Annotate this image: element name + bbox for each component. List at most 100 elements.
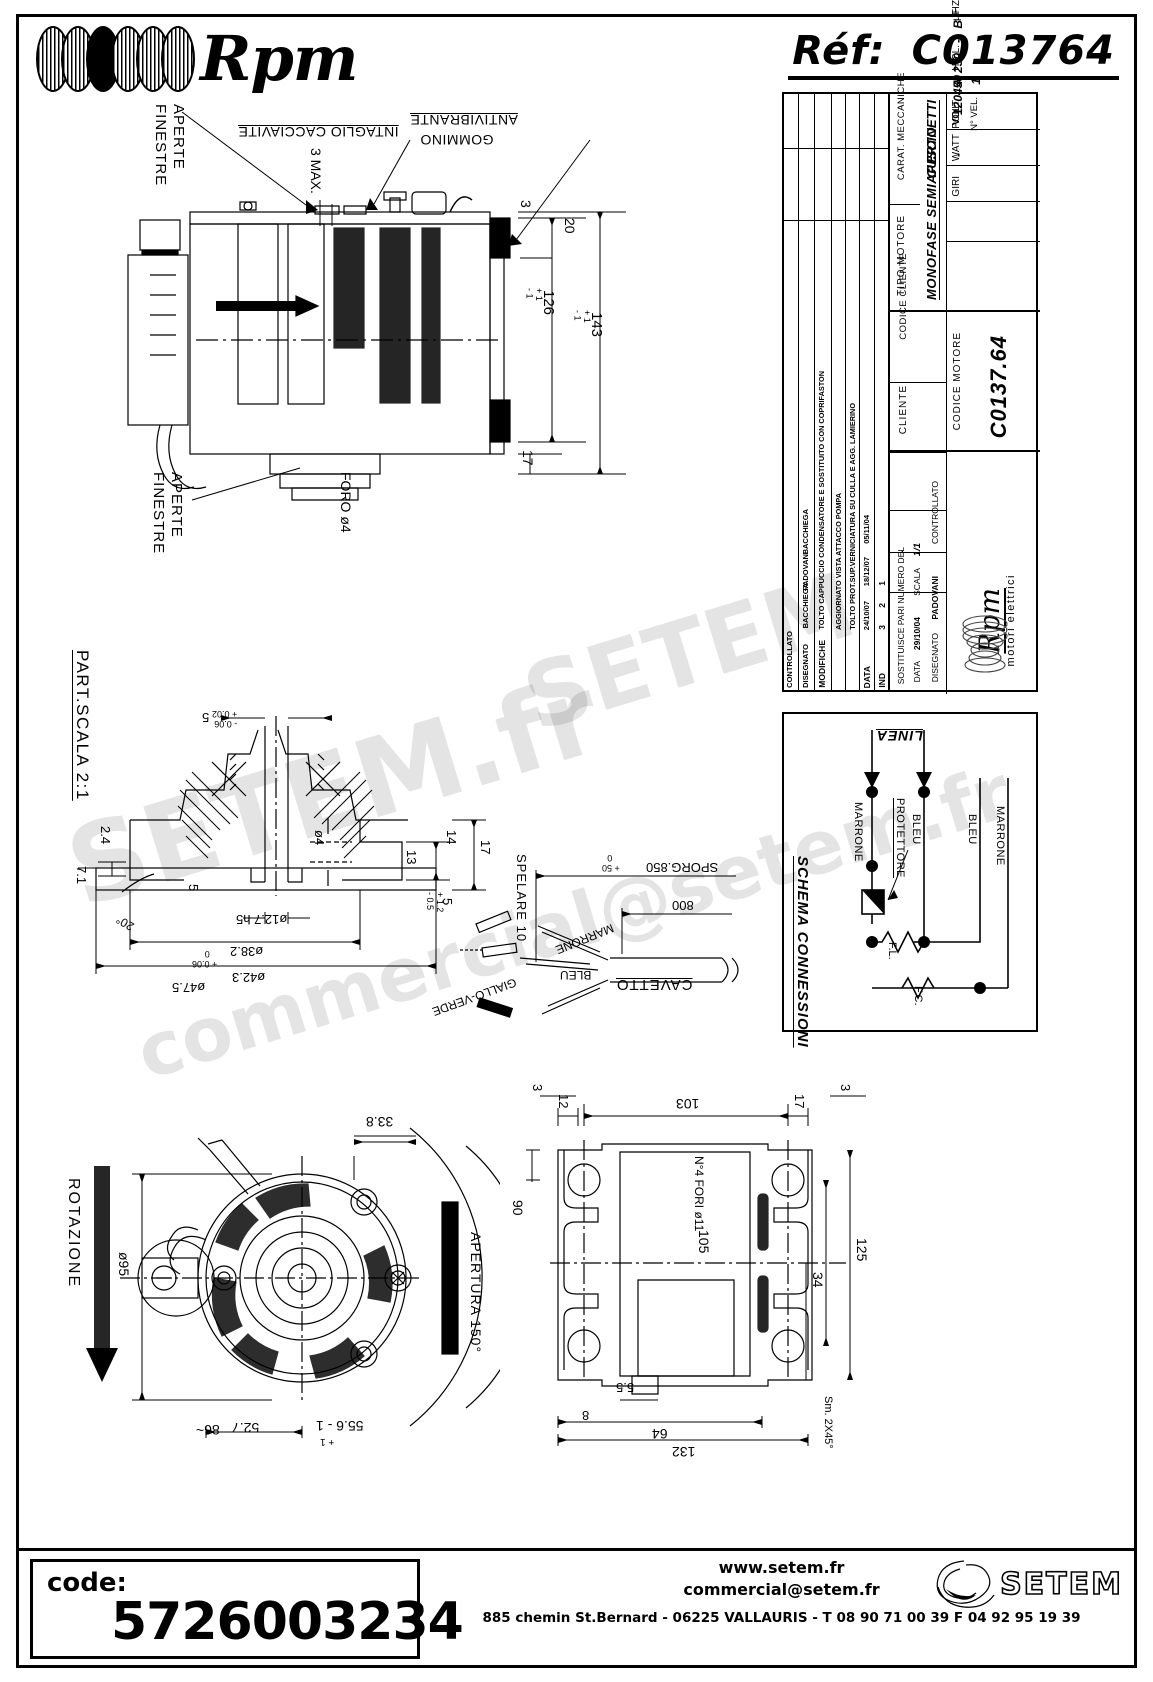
- dim-34: 34: [810, 1272, 826, 1288]
- spec-row-1: VOLT 230 HZ 50 AMP.: [947, 0, 1040, 130]
- dim-o4: ø4: [312, 830, 327, 846]
- coil-icon-small: [957, 608, 1013, 676]
- spec-row-4: VC 450 N° VEL. 1: [947, 75, 1040, 242]
- rpm-logo: Rpm: [36, 22, 358, 95]
- label-gommino: GOMMINO: [420, 132, 494, 148]
- tipo-motore-block: TIPO MOTORE MONOFASE SEMIAPERTO CARAT. M…: [890, 72, 1040, 312]
- col-disegnato: DISEGNATO BACCHIEGA PADOVANI BACCHIEGA: [799, 94, 815, 690]
- coil-icon: [36, 26, 195, 92]
- rpm-wordmark: Rpm: [200, 22, 358, 95]
- setem-website: www.setem.fr: [718, 1558, 845, 1577]
- reference-box: Réf: C013764: [788, 28, 1119, 80]
- side-view: FINESTRE APERTE INTAGLIO CACCIAVITE ANTI…: [120, 100, 680, 554]
- dim-o38-2: ø38.2: [230, 944, 264, 959]
- setem-contact: www.setem.fr commercial@setem.fr 885 che…: [436, 1557, 1127, 1626]
- page-border: [16, 14, 1137, 1668]
- dim-55-6: 55.6 - 1: [316, 1418, 364, 1434]
- code-box: code: 5726003234: [30, 1559, 464, 1659]
- dim-17-base: 17: [792, 1094, 807, 1109]
- label-protettore: PROTETTORE: [894, 798, 906, 878]
- label-marrone-1: MARRONE: [852, 802, 864, 862]
- dim-103: 103: [676, 1096, 700, 1112]
- code-value: 5726003234: [111, 1592, 464, 1652]
- label-rotazione: ROTAZIONE: [65, 1178, 82, 1289]
- dim-105: 105: [696, 1230, 712, 1254]
- dim-86: 86~: [196, 1422, 220, 1438]
- tol-5-top: - 0.06+ 0.02: [212, 708, 238, 729]
- dim-12: 12: [556, 1094, 571, 1109]
- dim-o42-3: ø42.3: [232, 970, 266, 985]
- dim-5-5: 5.5: [616, 1380, 635, 1395]
- label-spelare: SPELARE 10: [514, 854, 529, 943]
- label-aperte-top: APERTE: [170, 104, 187, 170]
- dim-3-max: 3 MAX.: [308, 148, 324, 194]
- cliente-block: CLIENTE CODICE CLIENTE CODICE MOTORE C01…: [890, 253, 1040, 452]
- dim-143: 143: [588, 312, 605, 338]
- col-ind: IND 3 2 1: [784, 94, 890, 690]
- detail-title: PART.SCALA 2:1: [73, 650, 92, 801]
- dim-126: 126: [540, 290, 557, 316]
- ref-value: C013764: [911, 28, 1115, 74]
- dim-5-bottom: 5: [440, 898, 455, 906]
- ref-label: Réf:: [792, 28, 886, 74]
- setem-swirl-icon: [936, 1560, 995, 1608]
- cable-view: SPELARE 10 SPORG.850 + 50 0 800 BLEU MAR…: [430, 840, 760, 1020]
- dim-3-right: 3: [518, 200, 534, 208]
- col-modifiche-desc-3: TOLTO PROT.SUP.VERNICIATURA SU CULLA E A…: [846, 94, 860, 690]
- dim-800: 800: [672, 898, 694, 913]
- detail-view: PART.SCALA 2:1 5 - 0.06+ 0.02 2.4 7.1 20…: [60, 630, 500, 1000]
- label-cavetto: CAVETTO: [616, 976, 693, 993]
- dim-7-1: 7.1: [74, 866, 89, 885]
- dim-14: 14: [444, 830, 459, 845]
- note-fori: N°4 FORI ø11: [692, 1156, 706, 1232]
- label-aperte-bottom: APERTE: [168, 472, 185, 538]
- dim-132: 132: [672, 1444, 696, 1460]
- tol-143: + 1- 1: [572, 310, 592, 323]
- dim-17-detail: 17: [478, 840, 493, 855]
- spec-grid: VOLT 230 HZ 50 AMP. WATT 120 HP - µF 6.3…: [890, 0, 1040, 312]
- col-controllato: CONTROLLATO: [784, 94, 799, 690]
- schema-title: SCHEMA CONNESSIONI: [794, 856, 811, 1048]
- tol-126: + 1- 1: [524, 288, 544, 301]
- label-antivibrante: ANTIVIBRANTE: [410, 112, 518, 128]
- tol-55-6: + 1: [320, 1436, 335, 1447]
- dim-33-8: 33.8: [366, 1114, 394, 1130]
- dim-8: 8: [582, 1408, 590, 1423]
- label-fc: F.C.: [912, 986, 924, 1006]
- setem-address: 885 chemin St.Bernard - 06225 VALLAURIS …: [482, 1610, 1081, 1627]
- spec-row-2: WATT 120 HP - µF 6.3: [947, 9, 1040, 166]
- label-marrone-2: MARRONE: [994, 806, 1006, 866]
- dim-125: 125: [854, 1238, 870, 1262]
- setem-logo: SETEM: [930, 1557, 1123, 1611]
- label-intaglio-cacciavite: INTAGLIO CACCIAVITE: [238, 124, 399, 140]
- tol-sporg: + 50 0: [602, 852, 620, 873]
- label-linea: LINEA: [876, 728, 923, 744]
- wiring-diagram: SCHEMA CONNESSIONI LINEA MARRONE PROTETT…: [782, 712, 1038, 1048]
- spec-row-3: GIRI - POLI 4 CL. B: [947, 20, 1040, 202]
- tol-5-bottom: + 1.2- 0.5: [424, 892, 445, 913]
- label-finestre-bottom: FINESTRE: [150, 472, 167, 555]
- dim-5-top: 5: [202, 710, 210, 725]
- label-apertura: APERTURA 150°: [468, 1232, 484, 1354]
- dim-17-side: 17: [520, 450, 536, 466]
- dim-90: 90: [510, 1200, 526, 1216]
- front-view: ROTAZIONE ø95 33.8 APERTURA 150° 52.7: [65, 1080, 500, 1450]
- title-block: CONTROLLATO DISEGNATO BACCHIEGA PADOVANI…: [782, 0, 1040, 694]
- dim-o12-7: ø12.7 h5: [236, 912, 288, 927]
- dim-3-right-base: 3: [838, 1084, 853, 1092]
- dim-o95: ø95: [116, 1252, 132, 1277]
- dim-20: 20: [562, 218, 578, 234]
- col-data: DATA 24/10/07 18/12/07 05/11/04: [860, 94, 875, 690]
- dim-2-4: 2.4: [98, 826, 113, 845]
- note-smusso: Sm. 2X45°: [822, 1396, 834, 1449]
- label-bleu-cable: BLEU: [560, 968, 592, 982]
- sostituisce-cell: SOSTITUISCE PARI NUMERO DEL - DATA 29/10…: [890, 452, 946, 694]
- code-label: code:: [47, 1568, 127, 1598]
- dim-sporg: SPORG.850: [646, 860, 719, 875]
- base-plate-view: 12 103 17 3 3 90 105 34 125 5.5 8 64 132…: [510, 1060, 880, 1460]
- dim-13: 13: [404, 850, 419, 865]
- dim-3-left: 3: [530, 1084, 545, 1092]
- tol-38-2: + 0.06 0: [192, 948, 218, 969]
- label-foro: FORO ø4: [338, 472, 354, 533]
